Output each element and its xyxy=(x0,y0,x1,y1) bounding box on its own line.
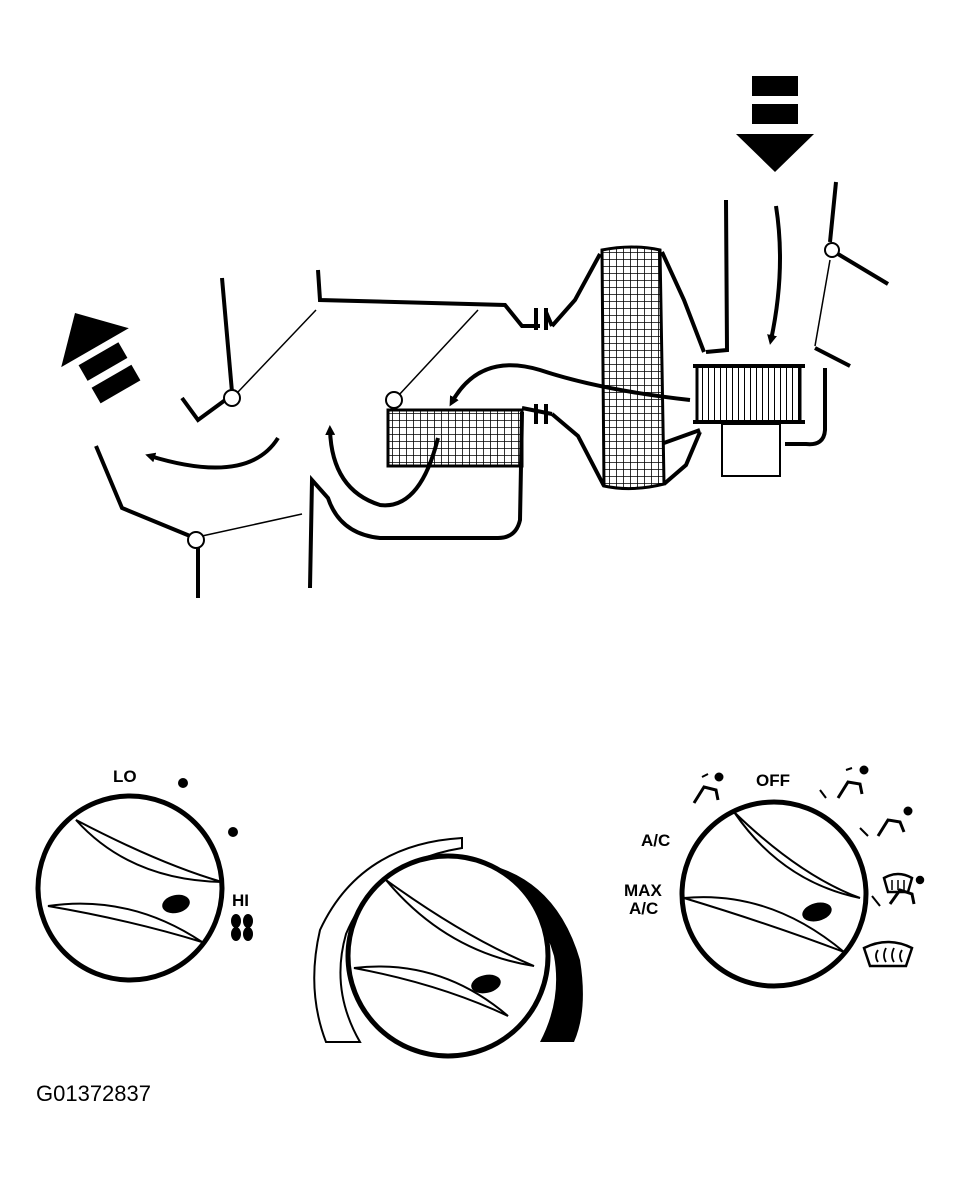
heater-core xyxy=(386,408,524,468)
mode-max-ac-label: A/C xyxy=(629,899,658,918)
figure-code: G01372837 xyxy=(36,1081,151,1106)
mode-knob[interactable] xyxy=(679,799,869,989)
blower-motor xyxy=(721,423,781,477)
fan-icon xyxy=(231,914,253,941)
floor-defrost-icon xyxy=(871,872,925,907)
speed-dot-2 xyxy=(228,827,238,837)
outlet-air-arrow xyxy=(61,313,141,404)
panel-floor-vent-icon xyxy=(819,765,869,799)
blower-wheel xyxy=(693,364,805,477)
blend-door xyxy=(385,309,479,409)
upper-duct xyxy=(316,269,554,424)
mode-ac-label: A/C xyxy=(641,831,670,850)
floor-vent-icon xyxy=(859,806,913,837)
heater-bypass-duct xyxy=(308,411,524,589)
floor-door xyxy=(94,445,303,598)
outside-air-inlet-arrow xyxy=(736,76,814,172)
recirc-door xyxy=(814,181,890,347)
intake-airflow-arrow xyxy=(767,205,782,345)
blower-hi-label: HI xyxy=(232,891,249,910)
cooled-airflow-arrow xyxy=(449,363,691,407)
mode-off-label: OFF xyxy=(756,771,790,790)
speed-dot-1 xyxy=(178,778,188,788)
defrost-icon xyxy=(862,940,914,968)
heated-airflow-arrow xyxy=(325,425,440,508)
mode-max-label: MAX xyxy=(624,881,662,900)
temperature-knob[interactable] xyxy=(313,836,583,1059)
blower-lo-label: LO xyxy=(113,767,137,786)
outlet-airflow-arrow xyxy=(145,436,280,470)
blower-speed-knob[interactable] xyxy=(35,793,225,983)
mode-door xyxy=(180,277,317,423)
panel-vent-icon xyxy=(692,772,724,804)
evaporator-core xyxy=(550,245,706,491)
